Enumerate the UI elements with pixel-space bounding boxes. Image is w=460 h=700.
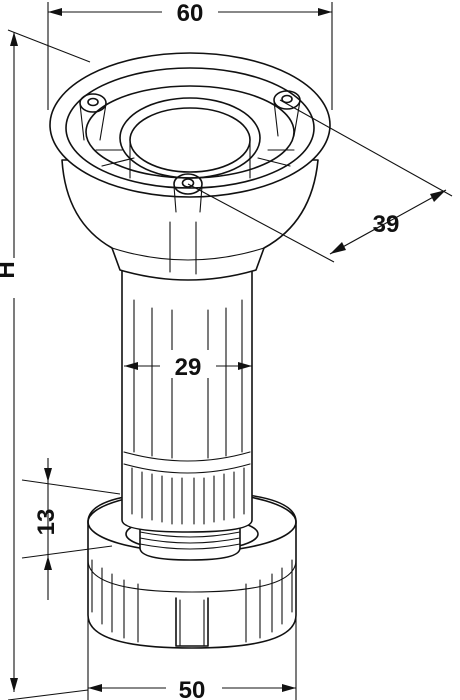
dimension-13: 13: [21, 458, 121, 600]
dimension-h: H: [0, 29, 91, 700]
dimension-60-label: 60: [177, 0, 204, 27]
dimension-29: 29: [124, 350, 252, 381]
dimension-60: 60: [47, 0, 333, 110]
dimension-50-label: 50: [179, 677, 206, 700]
shaft: [121, 261, 253, 533]
dimension-39-label: 39: [373, 211, 400, 238]
dimension-13-label: 13: [33, 509, 60, 536]
head-cup: [49, 52, 331, 281]
dimension-29-label: 29: [175, 354, 202, 381]
dimension-39: 39: [187, 99, 453, 263]
dimension-h-label: H: [0, 261, 20, 278]
dimension-50: 50: [87, 618, 297, 700]
